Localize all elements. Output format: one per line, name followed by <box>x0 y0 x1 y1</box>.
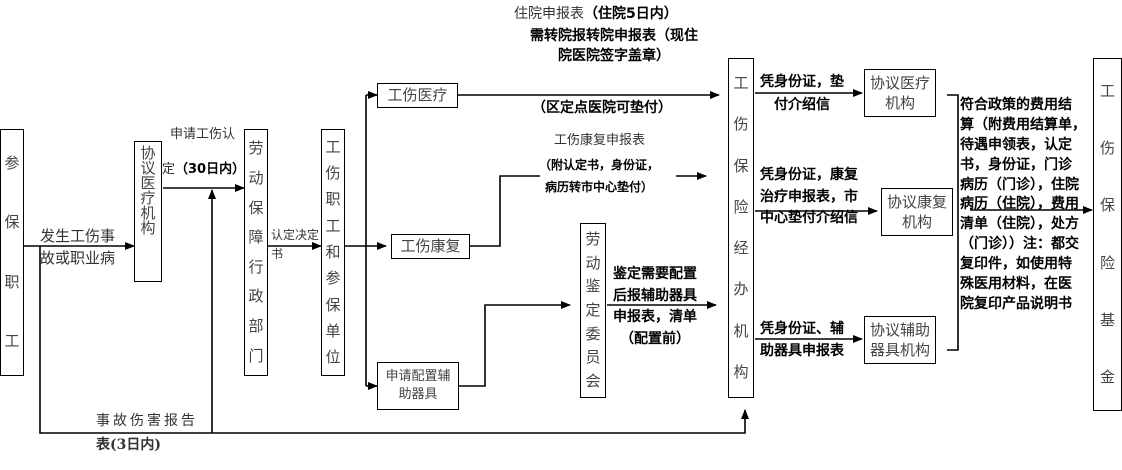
node-labor-security-dept: 劳动保障行政部门 <box>244 129 268 376</box>
vertical-char: 工 <box>4 331 20 350</box>
label-decision: 认定决定书 <box>271 228 320 262</box>
vertical-char: 门 <box>248 346 264 365</box>
vertical-char: 政 <box>248 287 264 306</box>
line-aids-to-committee <box>459 301 571 387</box>
vertical-char: 保 <box>248 198 264 217</box>
label-rehab-form-title: 工伤康复申报表 <box>554 133 646 148</box>
vertical-char: 基 <box>1099 310 1115 329</box>
vertical-char: 医 <box>140 174 156 192</box>
vertical-char: 协 <box>140 144 156 162</box>
vertical-char: 伤 <box>1099 139 1115 158</box>
node-insured-worker: 参保职工 <box>0 129 24 376</box>
vertical-char: 保 <box>325 295 341 314</box>
node-agreement-rehab-inst: 协议康复机构 <box>881 188 953 236</box>
vertical-char: 保 <box>733 156 749 175</box>
vertical-char: 动 <box>585 253 601 272</box>
vertical-char: 位 <box>325 348 341 367</box>
line-settlement-bracket <box>947 94 959 351</box>
vertical-char: 保 <box>1099 196 1115 215</box>
node-agreement-aids-inst: 协议辅助器具机构 <box>864 316 936 364</box>
vertical-char: 伤 <box>325 163 341 182</box>
vertical-char: 构 <box>733 362 749 381</box>
vertical-char: 行 <box>248 257 264 276</box>
vertical-char: 机 <box>733 321 749 340</box>
vertical-char: 会 <box>585 371 601 390</box>
vertical-char: 职 <box>325 190 341 209</box>
node-injured-worker-unit: 工伤职工和参保单位 <box>321 129 345 376</box>
vertical-char: 机 <box>140 204 156 222</box>
node-injury-rehab: 工伤康复 <box>391 234 470 259</box>
vertical-char: 议 <box>140 159 156 177</box>
vertical-char: 职 <box>4 272 20 291</box>
vertical-char: 经 <box>733 239 749 258</box>
label-transfer-form: 需转院报转院申报表（现住院医院签字盖章） <box>530 28 698 65</box>
vertical-char: 构 <box>140 219 156 237</box>
vertical-char: 工 <box>733 74 749 93</box>
vertical-char: 员 <box>585 348 601 367</box>
vertical-char: 工 <box>1099 82 1115 101</box>
vertical-char: 定 <box>585 300 601 319</box>
vertical-char: 鉴 <box>585 277 601 296</box>
vertical-char: 单 <box>325 321 341 340</box>
vertical-char: 和 <box>325 242 341 261</box>
label-accident-report: 事故伤害报告表(3日内) <box>96 413 198 453</box>
vertical-char: 障 <box>248 228 264 247</box>
label-apply-recognition: 申请工伤认 <box>170 127 236 142</box>
vertical-char: 疗 <box>140 189 156 207</box>
vertical-char: 工 <box>325 137 341 156</box>
label-aids-form: 鉴定需要配置后报辅助器具申报表，清单（配置前） <box>613 266 697 348</box>
node-insurance-agency: 工伤保险经办机构 <box>728 58 754 398</box>
label-medical-letter: 凭身份证，垫付介绍信 <box>760 74 844 114</box>
vertical-char: 委 <box>585 324 601 343</box>
node-injury-medical: 工伤医疗 <box>377 83 458 108</box>
label-settlement: 符合政策的费用结算（附费用结算单，待遇申领表，认定书，身份证，门诊病历（门诊），… <box>960 97 1086 312</box>
node-appraisal-committee: 劳动鉴定委员会 <box>580 223 606 398</box>
label-aids-letter: 凭身份证、辅助器具申报表 <box>760 321 844 360</box>
vertical-char: 伤 <box>733 115 749 134</box>
vertical-char: 动 <box>248 168 264 187</box>
label-district-hospital: （区定点医院可垫付） <box>532 100 672 116</box>
vertical-char: 工 <box>325 216 341 235</box>
label-rehab-letter: 凭身份证，康复治疗申报表，市中心垫付介绍信 <box>760 167 858 227</box>
label-accident: 发生工伤事故或职业病 <box>40 227 116 267</box>
label-rehab-form-detail: （附认定书，身份证，病历转市中心垫付） <box>539 158 660 194</box>
node-agreement-medical: 协议医疗机构 <box>134 141 162 282</box>
node-apply-aids: 申请配置辅助器具 <box>377 362 459 410</box>
vertical-char: 保 <box>4 213 20 232</box>
vertical-char: 参 <box>325 269 341 288</box>
vertical-char: 劳 <box>248 139 264 158</box>
node-injury-fund: 工伤保险基金 <box>1093 58 1122 411</box>
vertical-char: 险 <box>733 197 749 216</box>
label-recognition-time: 定（30日内） <box>162 162 246 177</box>
vertical-char: 参 <box>4 154 20 173</box>
label-hospital-form: 住院申报表（住院5日内） <box>514 6 678 22</box>
line-accident-report <box>39 246 749 434</box>
line-rehab-out <box>470 175 540 247</box>
vertical-char: 部 <box>248 317 264 336</box>
vertical-char: 劳 <box>585 230 601 249</box>
node-agreement-medical-inst: 协议医疗机构 <box>864 69 936 117</box>
vertical-char: 办 <box>733 280 749 299</box>
vertical-char: 险 <box>1099 253 1115 272</box>
vertical-char: 金 <box>1099 367 1115 386</box>
